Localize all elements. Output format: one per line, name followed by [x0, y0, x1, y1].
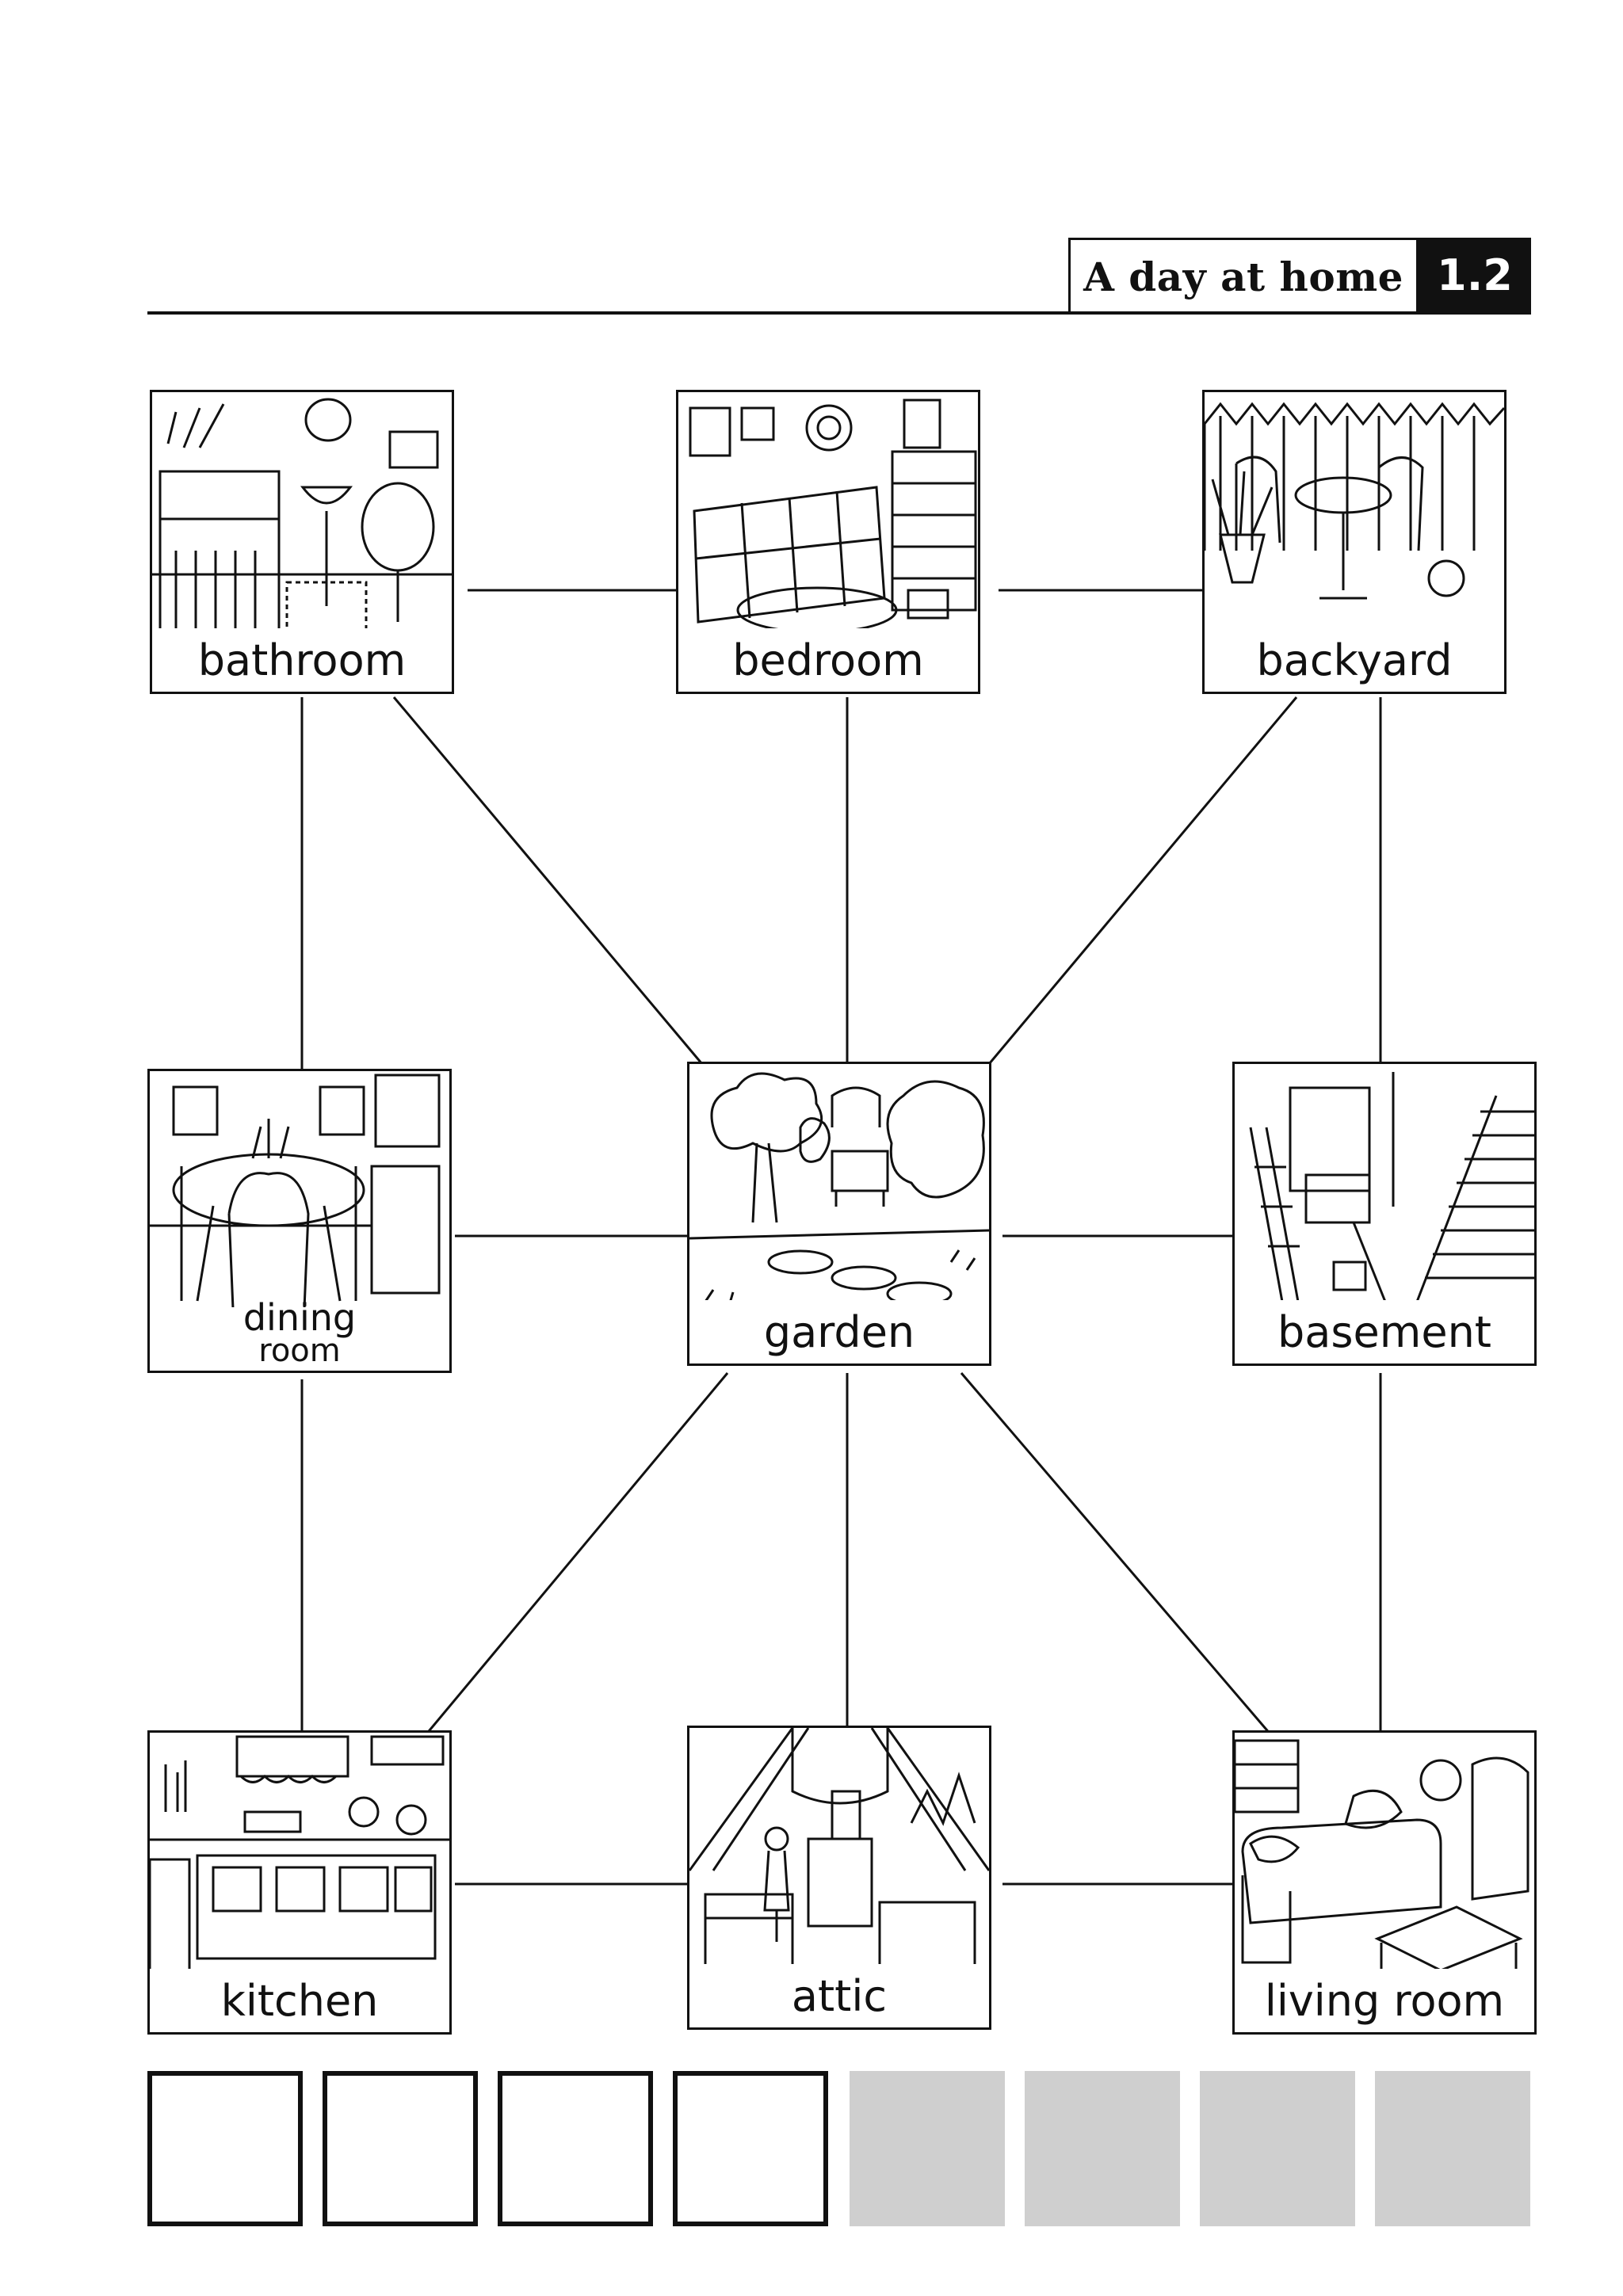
dining-room-illustration	[150, 1074, 441, 1310]
bedroom-illustration	[689, 399, 977, 634]
room-card-living-room: living room	[1232, 1730, 1537, 2035]
backyard-illustration	[1205, 402, 1504, 600]
room-label-attic: attic	[791, 1971, 888, 2021]
room-label-bedroom: bedroom	[732, 635, 924, 685]
kitchen-illustration	[150, 1735, 449, 1972]
room-label-basement: basement	[1277, 1307, 1491, 1357]
room-label-living-room: living room	[1264, 1976, 1505, 2026]
room-label-kitchen: kitchen	[220, 1976, 379, 2026]
room-card-kitchen: kitchen	[147, 1730, 452, 2035]
score-box-2[interactable]	[323, 2071, 478, 2226]
score-boxes	[147, 2071, 1531, 2229]
bathroom-illustration	[152, 398, 452, 631]
room-card-attic: attic	[687, 1726, 991, 2030]
room-label-dining-room: dining room	[150, 1296, 449, 1369]
room-label-garden: garden	[763, 1307, 915, 1357]
unit-number: 1.2	[1437, 250, 1513, 300]
room-label-backyard: backyard	[1256, 635, 1453, 685]
room-card-basement: basement	[1232, 1062, 1537, 1366]
score-box-3[interactable]	[498, 2071, 653, 2226]
shaded-box-3	[1200, 2071, 1355, 2226]
title-box: A day at home	[1068, 238, 1419, 313]
garden-illustration	[689, 1072, 989, 1306]
line-backyard-garden	[987, 696, 1298, 1065]
shaded-box-2	[1025, 2071, 1180, 2226]
room-card-bathroom: bathroom	[150, 390, 454, 694]
basement-illustration	[1249, 1072, 1534, 1303]
room-card-garden: garden	[687, 1062, 991, 1366]
living-room-illustration	[1235, 1739, 1529, 1972]
line-garden-living	[960, 1372, 1273, 1736]
shaded-box-1	[850, 2071, 1005, 2226]
score-box-4[interactable]	[673, 2071, 828, 2226]
unit-number-box: 1.2	[1419, 238, 1531, 313]
room-label-bathroom: bathroom	[197, 635, 407, 685]
room-card-backyard: backyard	[1202, 390, 1507, 694]
page-title: A day at home	[1083, 253, 1403, 300]
header-rule	[147, 311, 1531, 315]
shaded-box-4	[1375, 2071, 1530, 2226]
attic-illustration	[689, 1728, 989, 1967]
score-box-1[interactable]	[147, 2071, 303, 2226]
room-label-dining-line1: dining	[242, 1296, 357, 1340]
line-bathroom-garden	[392, 696, 704, 1065]
room-card-dining-room: dining room	[147, 1069, 452, 1373]
line-garden-kitchen	[424, 1372, 729, 1736]
room-card-bedroom: bedroom	[676, 390, 980, 694]
room-label-dining-line2: room	[258, 1333, 341, 1369]
